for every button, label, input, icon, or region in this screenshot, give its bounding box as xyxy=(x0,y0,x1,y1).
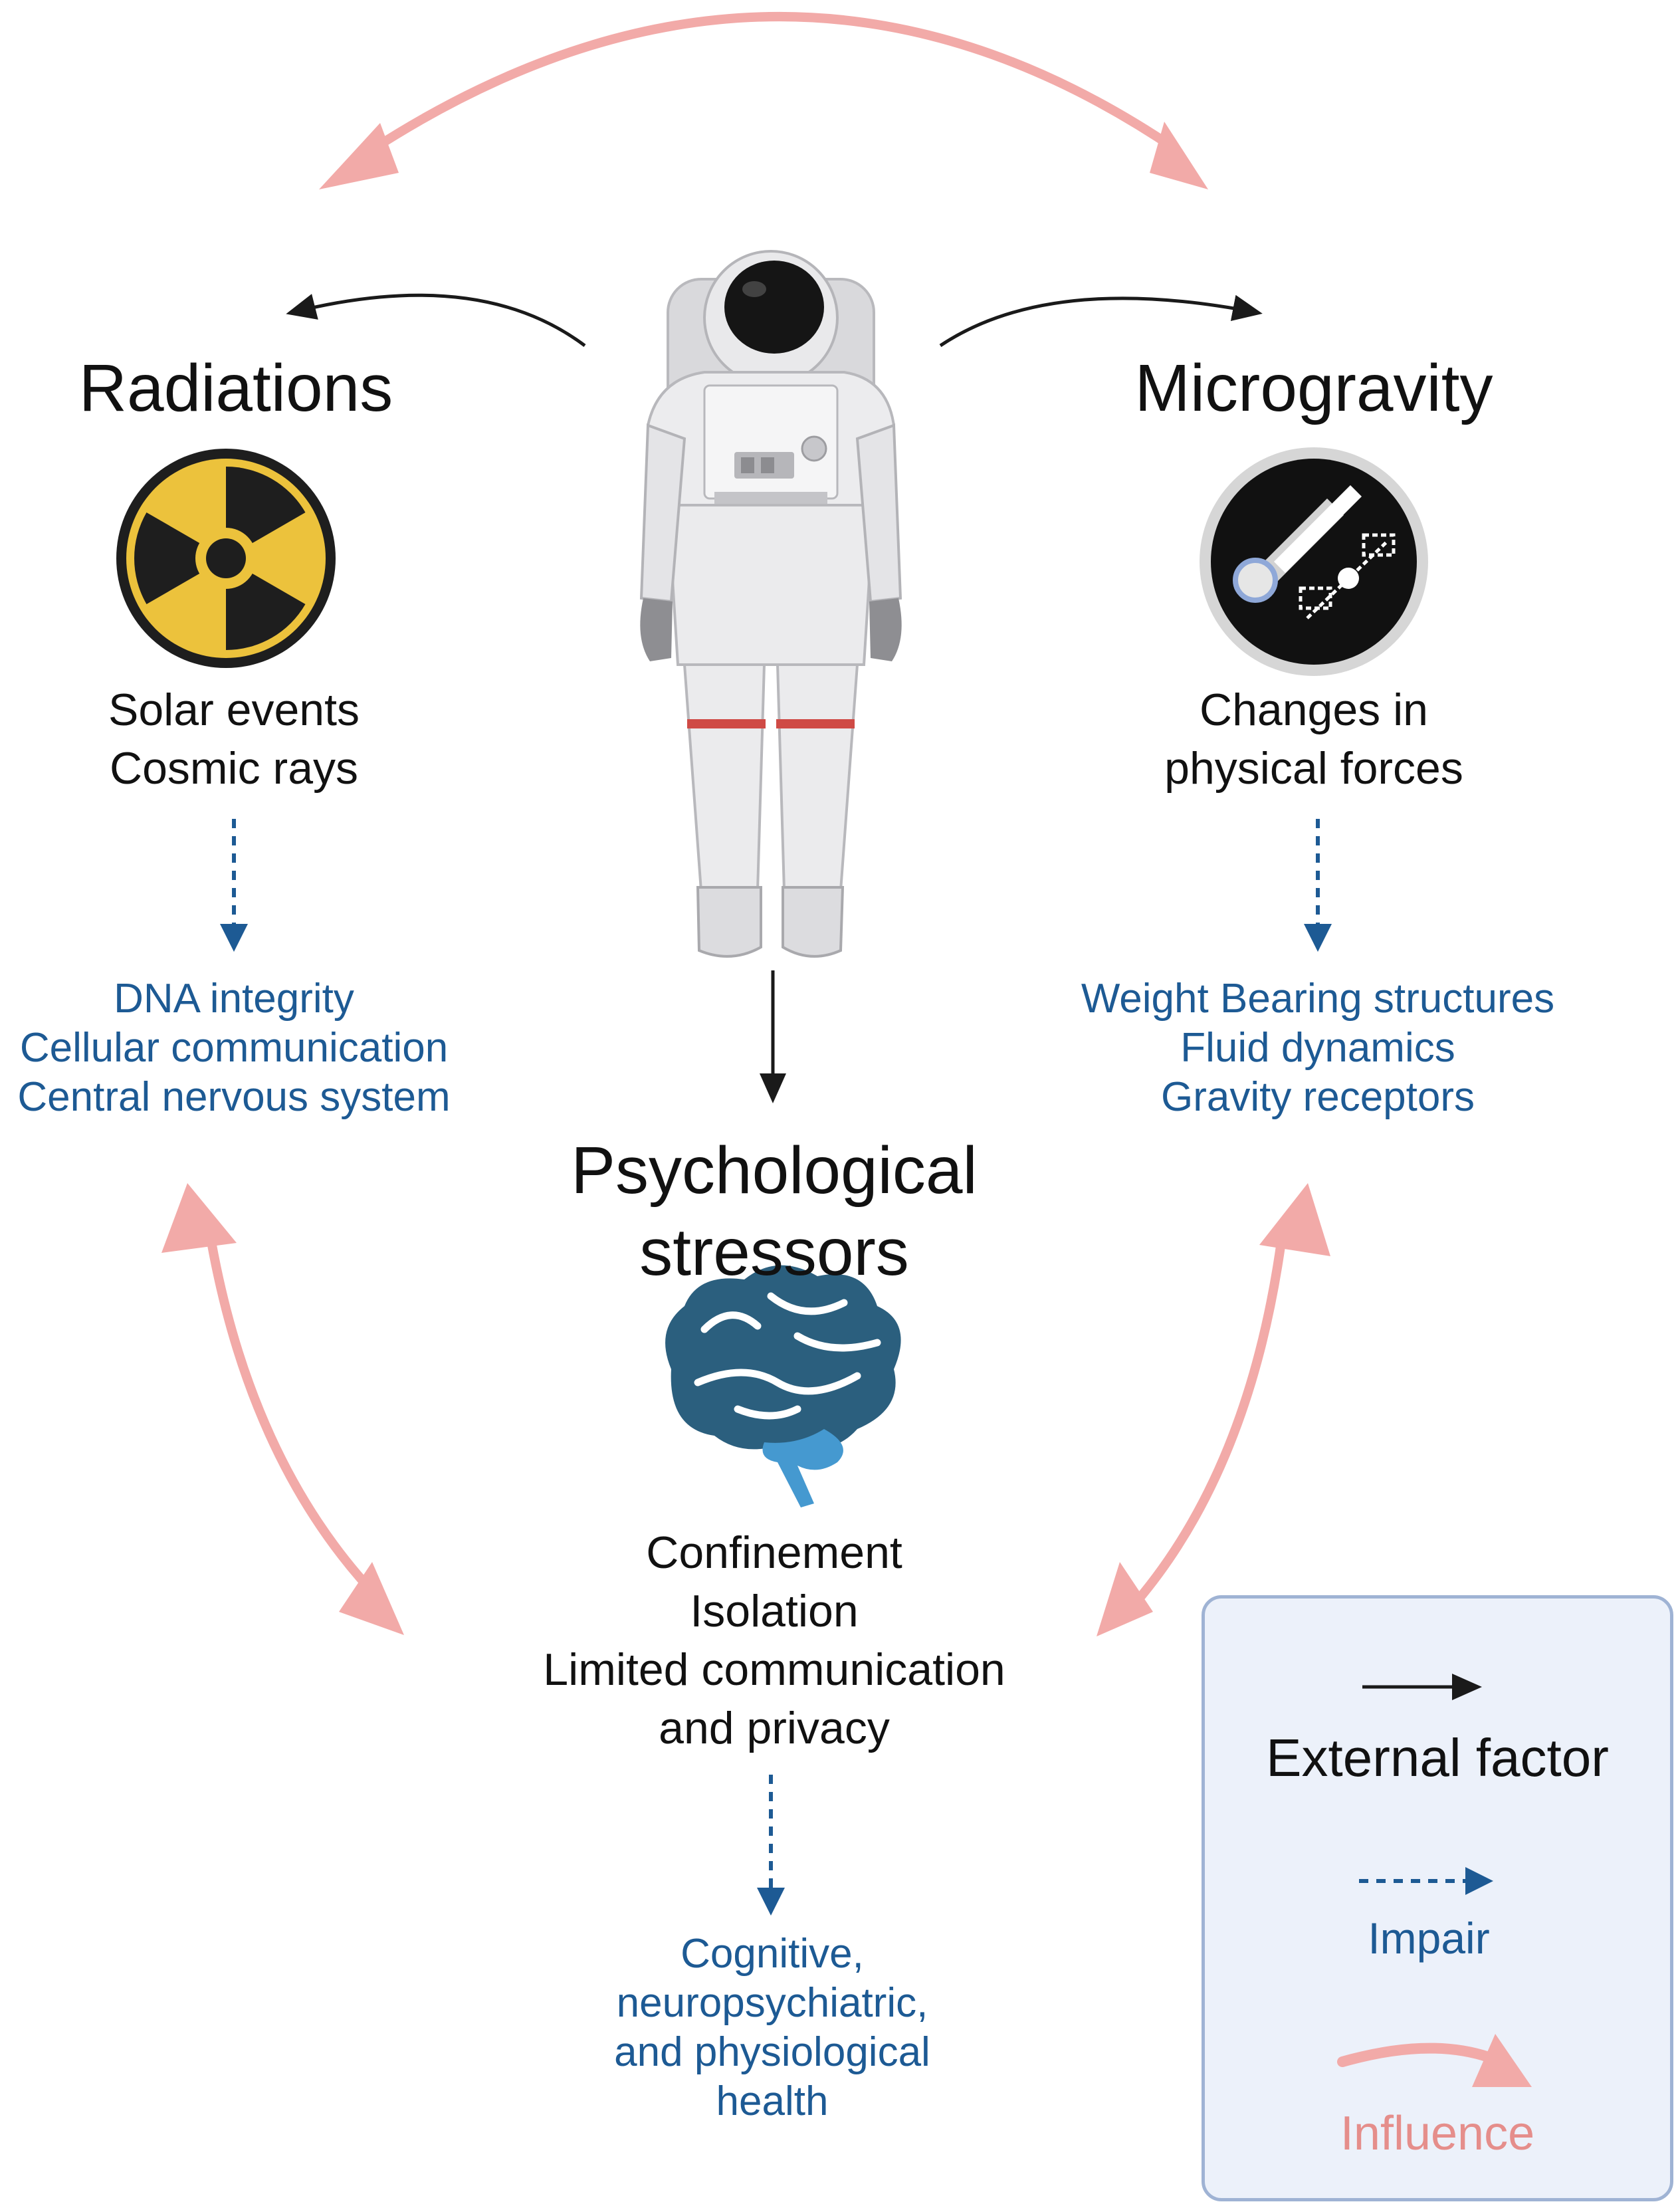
space-station-icon xyxy=(1200,447,1428,676)
psychological-source: Confinement xyxy=(646,1527,902,1578)
microgravity-impair-item: Gravity receptors xyxy=(1160,1074,1475,1120)
influence-arrow-left xyxy=(207,1237,387,1606)
external-arrow-right xyxy=(939,294,1263,348)
psychological-source: Isolation xyxy=(690,1586,859,1636)
psychological-impair-item: neuropsychiatric, xyxy=(616,1980,928,2026)
radiations-impair-item: Cellular communication xyxy=(19,1025,449,1071)
psychological-title-line: stressors xyxy=(639,1215,909,1289)
influence-arrowheads xyxy=(161,122,1330,1636)
external-arrows xyxy=(286,293,1263,1103)
legend-influence-head xyxy=(1472,2034,1532,2087)
microgravity-title: Microgravity xyxy=(1134,351,1493,425)
legend-impair-label: Impair xyxy=(1368,1914,1490,1963)
legend-symbols xyxy=(1337,1674,1532,2087)
radiations-impair-item: DNA integrity xyxy=(114,976,354,1022)
psychological-title-line: Psychological xyxy=(571,1133,978,1208)
microgravity-source: physical forces xyxy=(1164,743,1463,794)
psychological-impair-item: and physiological xyxy=(614,2029,930,2075)
psychological-impair-item: Cognitive, xyxy=(681,1931,864,1977)
microgravity-impair-item: Fluid dynamics xyxy=(1180,1025,1455,1071)
radiation-icon xyxy=(116,449,336,668)
psychological-source: and privacy xyxy=(659,1703,890,1753)
radiations-impair-item: Central nervous system xyxy=(17,1074,451,1120)
influence-arrow-top xyxy=(368,12,1181,154)
influence-arrows xyxy=(207,12,1286,1606)
psychological-source: Limited communication xyxy=(543,1644,1005,1695)
external-arrow-left xyxy=(286,293,586,348)
microgravity-source: Changes in xyxy=(1199,685,1429,735)
legend-influence-label: Influence xyxy=(1340,2107,1535,2160)
microgravity-impair-item: Weight Bearing structures xyxy=(1081,976,1555,1022)
legend-influence-arrow xyxy=(1337,2043,1494,2067)
radiations-title: Radiations xyxy=(78,351,393,425)
astronaut-icon xyxy=(639,250,902,958)
brain-icon xyxy=(665,1265,901,1507)
influence-arrow-right xyxy=(1132,1237,1286,1606)
legend-box xyxy=(1202,1595,1673,2201)
legend-external-label: External factor xyxy=(1266,1728,1609,1787)
psychological-impair-item: health xyxy=(716,2078,829,2124)
radiations-source: Cosmic rays xyxy=(109,743,359,794)
impair-arrows xyxy=(220,819,1332,1916)
radiations-source: Solar events xyxy=(108,685,360,735)
